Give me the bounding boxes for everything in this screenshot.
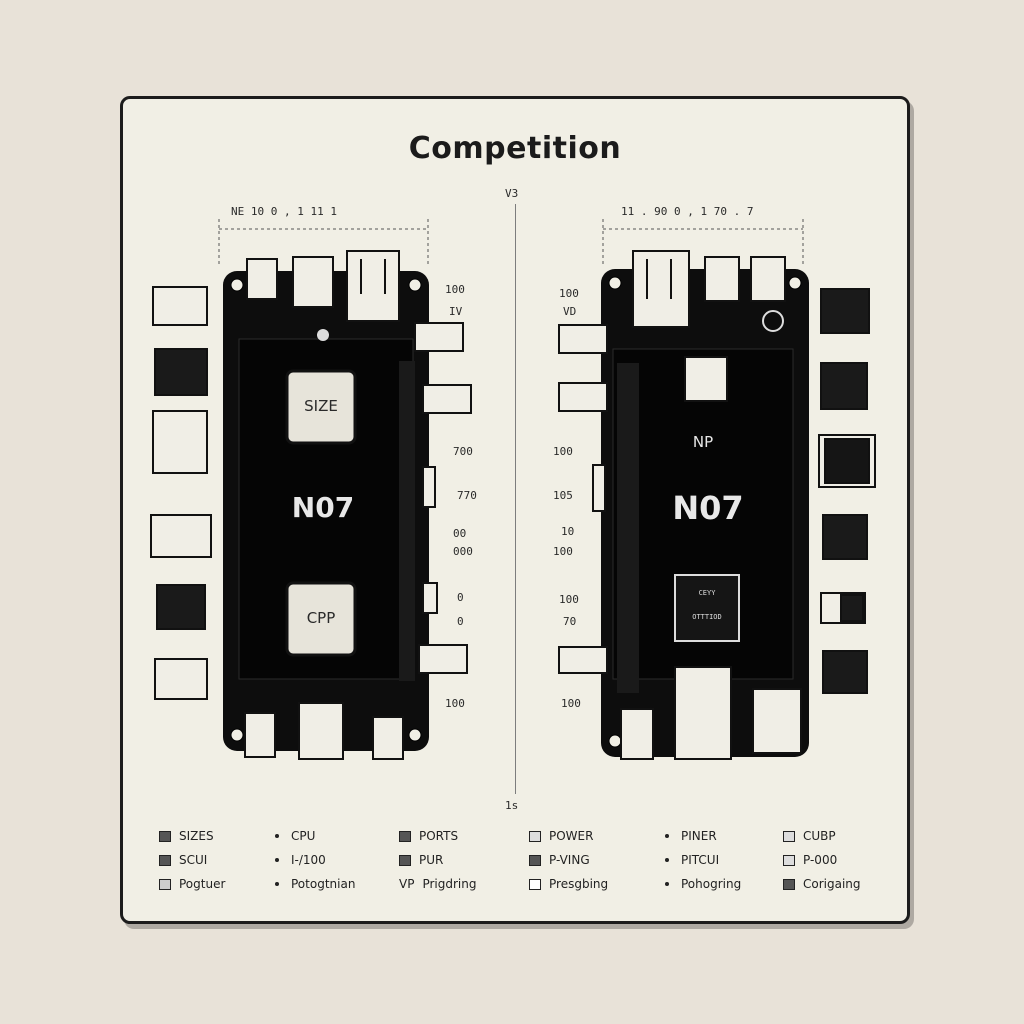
square-icon [529, 878, 541, 890]
center-divider [515, 204, 516, 794]
left-annotation: 00 [453, 527, 467, 540]
right-chip-small-line1: CEYY [698, 589, 716, 597]
legend-item: P-000 [783, 853, 837, 867]
dot-icon [275, 882, 279, 886]
dot-icon [665, 834, 669, 838]
legend-item: PORTS [399, 829, 458, 843]
legend-item: Presgbing [529, 877, 608, 891]
left-annotation: 0 [457, 615, 464, 628]
legend-item: I-/100 [271, 853, 326, 867]
square-icon [783, 878, 795, 890]
left-annotation: IV [449, 305, 463, 318]
left-annotation: 000 [453, 545, 473, 558]
dot-icon [665, 858, 669, 862]
legend-item: Corigaing [783, 877, 861, 891]
left-annotation: 770 [457, 489, 477, 502]
square-icon [783, 854, 795, 866]
legend-item: Pohogring [661, 877, 741, 891]
legend-item: Pogtuer [159, 877, 225, 891]
legend-item: SIZES [159, 829, 214, 843]
right-annotation: 100 [553, 445, 573, 458]
left-board [223, 250, 472, 760]
right-annotation: 100 [559, 593, 579, 606]
left-chip-bottom-label: CPP [306, 609, 336, 627]
right-annotation: VD [563, 305, 577, 318]
left-annotation: 0 [457, 591, 464, 604]
right-board [558, 250, 809, 760]
right-board-model: N07 [672, 489, 744, 527]
left-annotation: 100 [445, 697, 465, 710]
left-annotation: 100 [445, 283, 465, 296]
left-ruler-label: NE 10 0 , 1 11 1 [231, 205, 337, 218]
right-annotation: 105 [553, 489, 573, 502]
square-icon [399, 830, 411, 842]
right-annotation: 10 [561, 525, 575, 538]
right-annotation: 100 [561, 697, 581, 710]
square-icon [159, 830, 171, 842]
right-annotation: 100 [559, 287, 579, 300]
legend-item: Potogtnian [271, 877, 355, 891]
left-chip-top-label: SIZE [304, 397, 338, 415]
legend: SIZES CPU PORTS POWER PINER CUBP SCUI I-… [159, 829, 899, 899]
square-icon [159, 854, 171, 866]
right-chip-label: NP [692, 433, 714, 451]
legend-item: PUR [399, 853, 443, 867]
legend-item: CPU [271, 829, 315, 843]
left-annotation: 700 [453, 445, 473, 458]
legend-item: SCUI [159, 853, 207, 867]
page-title: Competition [408, 131, 622, 166]
vs-label-bottom: 1s [505, 799, 519, 812]
legend-item: CUBP [783, 829, 836, 843]
square-icon [399, 854, 411, 866]
right-chip-small-line2: OTTTIOD [692, 613, 722, 621]
left-board-model: N07 [291, 491, 355, 524]
comparison-card: Competition V3 1s NE 10 0 , 1 11 1 11 . … [120, 96, 910, 924]
square-icon [529, 854, 541, 866]
legend-item: POWER [529, 829, 593, 843]
legend-item: PINER [661, 829, 717, 843]
square-icon [783, 830, 795, 842]
vp-marker: VP [399, 877, 415, 891]
vs-label-top: V3 [505, 187, 519, 200]
square-icon [529, 830, 541, 842]
square-icon [159, 878, 171, 890]
legend-item: PITCUI [661, 853, 719, 867]
dot-icon [665, 882, 669, 886]
boards-illustration [150, 219, 876, 760]
right-annotation: 100 [553, 545, 573, 558]
dot-icon [275, 858, 279, 862]
dot-icon [275, 834, 279, 838]
right-annotation: 70 [563, 615, 577, 628]
legend-item: P-VING [529, 853, 590, 867]
right-ruler-label: 11 . 90 0 , 1 70 . 7 [621, 205, 754, 218]
